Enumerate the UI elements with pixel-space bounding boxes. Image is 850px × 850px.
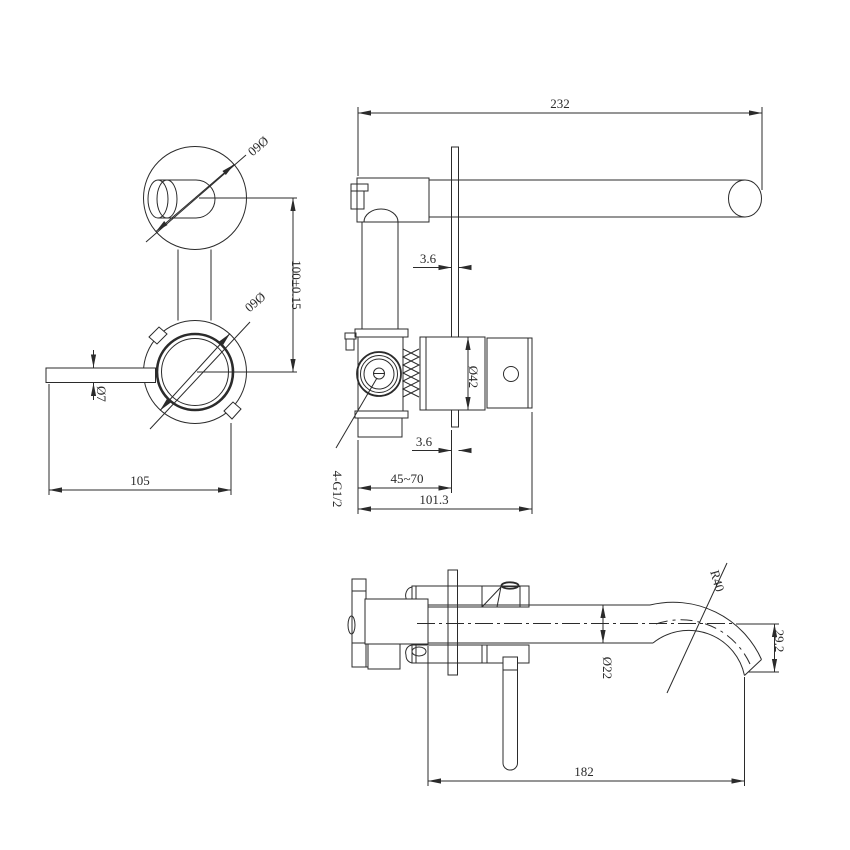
installed-valve-body (365, 599, 428, 644)
wall-clip-upper (351, 184, 368, 191)
valve-top-flange (355, 329, 408, 337)
trim-ring-inner (162, 339, 229, 406)
dia60-top-arrow-ne (195, 165, 234, 199)
inlet-port-ring (361, 356, 398, 393)
installed-lower-block (368, 644, 400, 669)
radius-leader-line (667, 563, 727, 693)
spout-stub-outline (158, 180, 215, 218)
dim-label-lever-dia: Ø7 (94, 386, 109, 402)
bracket-body (352, 579, 366, 667)
dia60-bot-arrow-ne (195, 334, 230, 373)
spout-bend-centerline (656, 620, 750, 664)
thread-leader-line (336, 378, 377, 448)
dim-label-spout-drop: 29.2 (772, 630, 787, 653)
port-boss (497, 587, 520, 608)
dia60-bot-arrow-sw (160, 372, 195, 411)
dim-label-height-tolerance: 100±0.15 (289, 260, 304, 309)
installed-wall-plate (448, 570, 458, 675)
dim-label-plate-thickness-mid: 3.6 (416, 434, 433, 449)
bottom-bar-arc-tab (406, 645, 412, 663)
dim-label-trim-dia: Ø42 (466, 366, 481, 388)
side-view: 232 Ø42 (330, 96, 762, 514)
dim-label-dia60-bottom: Ø60 (242, 289, 269, 315)
valve-bottom-flange (355, 411, 408, 418)
installed-lever (503, 657, 518, 770)
flange-lug-upper (149, 327, 167, 344)
wall-plate (452, 147, 459, 427)
trim-ring (157, 334, 233, 410)
dim-label-install-reach: 182 (574, 764, 594, 779)
inlet-port-outer (357, 352, 401, 396)
bracket-tab-top (352, 579, 366, 591)
bottom-bar (412, 645, 529, 663)
spout-tube-end-cap (729, 180, 762, 217)
riser-shoulder-arc (364, 209, 398, 222)
handle-knob (487, 338, 532, 408)
top-bar-diagonal (482, 587, 501, 607)
inlet-port-bore (364, 359, 394, 389)
dim-label-dia60-top: Ø60 (245, 133, 272, 159)
dia60-top-arrow-sw (156, 198, 195, 232)
inlet-stub-upper (345, 333, 356, 339)
front-view: Ø60 100±0.15 Ø7 105 Ø60 (46, 133, 304, 495)
dim-label-plate-thickness-top: 3.6 (420, 251, 437, 266)
dim-label-spout-dia: Ø22 (600, 657, 615, 679)
bracket-port-bump (348, 616, 355, 634)
dim-label-spout-reach: 232 (550, 96, 570, 111)
spline-zigzag-a (403, 349, 419, 397)
dim-label-inlet-thread: 4-G1/2 (330, 471, 345, 508)
valve-lower-stub (358, 418, 402, 437)
spout-elbow-body (357, 178, 429, 222)
bottom-port-opening (412, 647, 426, 656)
spline-zigzag-b (403, 349, 419, 397)
port-opening (502, 582, 519, 588)
spout-outlet-face (745, 660, 762, 676)
handle-knob-hole (504, 367, 519, 382)
trim-sleeve (420, 337, 485, 410)
handle-lever (46, 368, 156, 383)
installed-view: Ø22 R40 29.2 182 (348, 563, 787, 786)
dim-label-bend-radius: R40 (707, 568, 727, 593)
spout-stub-end-cap (148, 180, 168, 218)
dim-label-body-length: 101.3 (419, 492, 448, 507)
flange-lug-lower (224, 402, 241, 419)
wall-clip-lower (351, 191, 364, 209)
spout-stub-rim (157, 180, 177, 218)
dim-line-dia60-bottom (150, 322, 250, 429)
inlet-stub-lower (346, 339, 354, 350)
dim-label-wall-depth-range: 45~70 (390, 471, 423, 486)
dim-label-lever-length: 105 (130, 473, 150, 488)
spout-bend-inner (653, 630, 745, 675)
spout-bend-outer (650, 602, 762, 659)
